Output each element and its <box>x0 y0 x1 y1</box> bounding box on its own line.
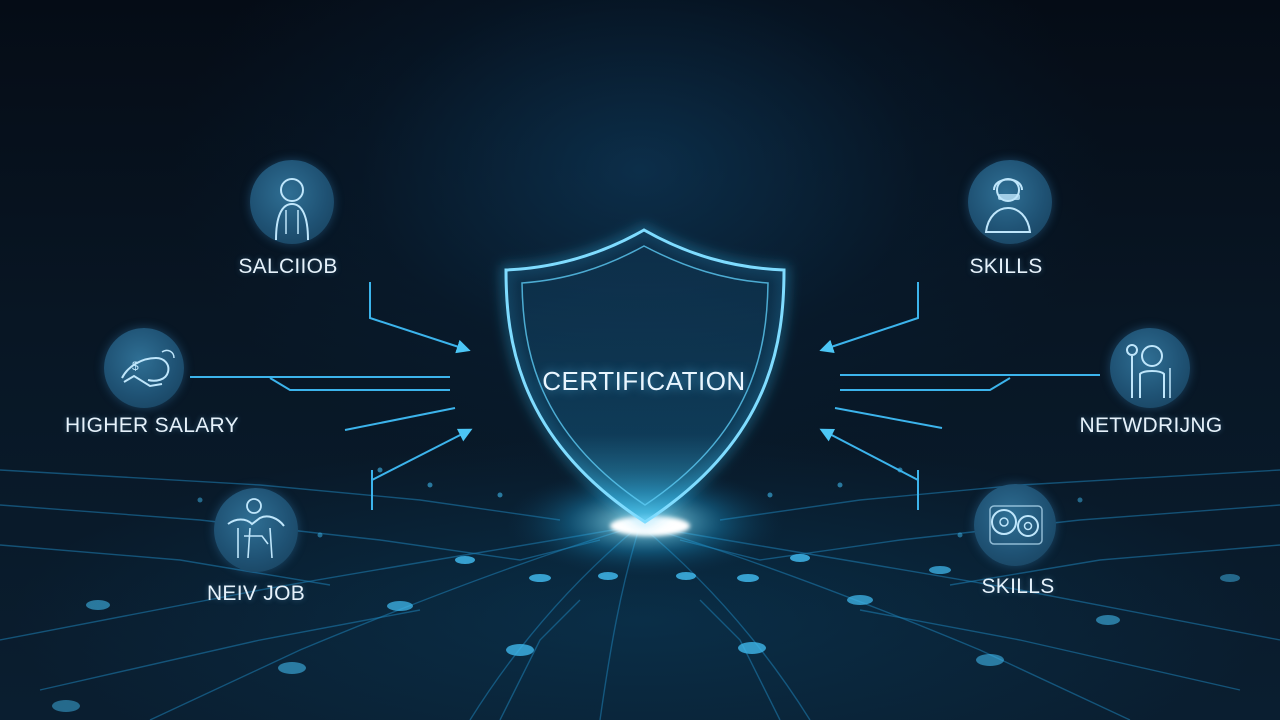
benefit-label-left-top: SALCIIOB <box>238 255 338 278</box>
headset-person-icon <box>968 160 1052 244</box>
benefit-label-right-top: SKILLS <box>969 255 1043 278</box>
svg-text:$: $ <box>132 359 139 373</box>
gears-icon <box>974 484 1056 566</box>
benefit-label-left-middle: HIGHER SALARY <box>65 414 239 437</box>
benefit-label-right-bottom: SKILLS <box>981 575 1055 598</box>
person-icon <box>250 160 334 244</box>
certification-label: CERTIFICATION <box>542 366 746 396</box>
hand-money-icon: $ <box>104 328 184 408</box>
benefit-label-right-middle: NETWDRIJNG <box>1079 414 1223 437</box>
benefit-label-left-bottom: NEIV JOB <box>206 582 306 605</box>
circuit-nodes <box>52 467 1240 712</box>
people-network-icon <box>1110 328 1190 408</box>
left-connectors <box>190 282 473 510</box>
right-connectors <box>819 282 1100 510</box>
handshake-icon <box>214 488 298 572</box>
glow-core <box>610 516 690 536</box>
shield-icon <box>500 224 790 528</box>
